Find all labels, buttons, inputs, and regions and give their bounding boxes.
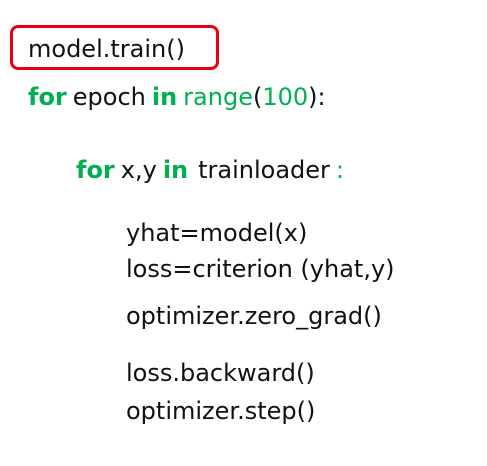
code-text: model.train() [28, 35, 185, 63]
colon: : [335, 156, 345, 184]
vars-xy: x,y [120, 156, 157, 184]
code-text: optimizer.zero_grad() [126, 302, 382, 330]
code-line-loss: loss=criterion (yhat,y) [126, 255, 395, 283]
code-line-yhat: yhat=model(x) [126, 219, 307, 247]
code-line-zero-grad: optimizer.zero_grad() [126, 302, 382, 330]
code-text: loss.backward() [126, 359, 315, 387]
keyword-in: in [162, 156, 189, 184]
code-text: optimizer.step() [126, 397, 316, 425]
highlight-box [10, 25, 219, 70]
iter-trainloader: trainloader [198, 156, 330, 184]
keyword-in: in [151, 83, 178, 111]
code-line-backward: loss.backward() [126, 359, 315, 387]
keyword-for: for [28, 83, 67, 111]
function-range: range [183, 83, 253, 111]
number-100: 100 [262, 83, 309, 111]
code-line-model-train: model.train() [28, 35, 185, 63]
close-paren-colon: ): [308, 83, 326, 111]
keyword-for: for [76, 156, 115, 184]
var-epoch: epoch [72, 83, 146, 111]
code-text: yhat=model(x) [126, 219, 308, 247]
code-text: loss=criterion (yhat,y) [126, 255, 395, 283]
open-paren: ( [252, 83, 263, 111]
code-line-step: optimizer.step() [126, 397, 315, 425]
